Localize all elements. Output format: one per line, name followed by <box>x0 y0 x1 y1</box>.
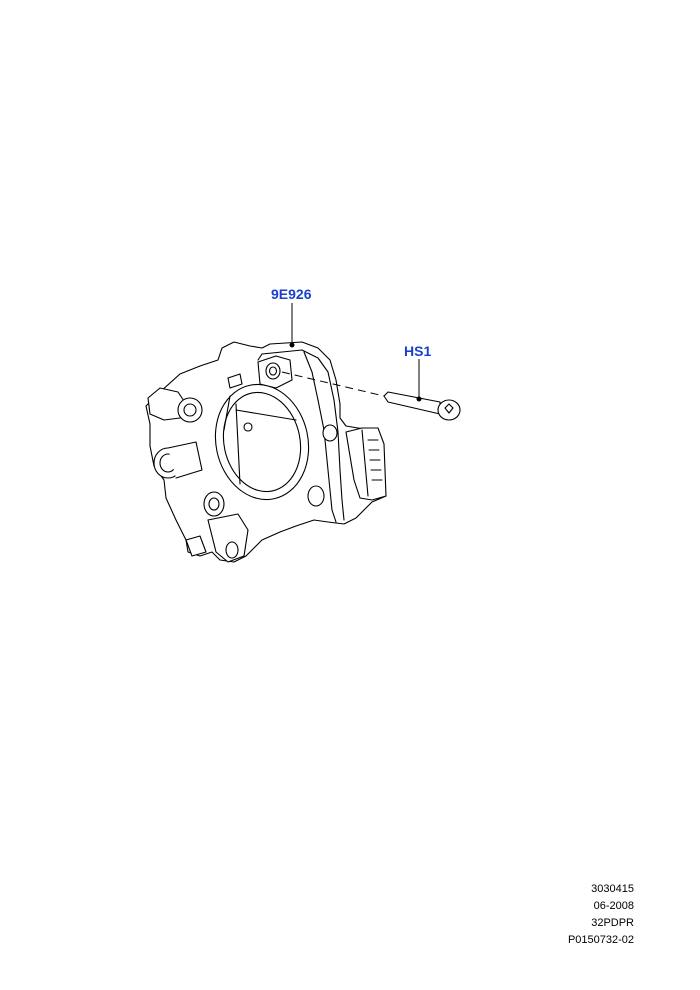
reference-variant: 32PDPR <box>591 917 634 929</box>
electrical-connector <box>345 427 387 501</box>
part-callout-9e926[interactable]: 9E926 <box>271 286 312 302</box>
reference-date: 06-2008 <box>593 900 634 912</box>
part-callout-hs1[interactable]: HS1 <box>404 343 432 359</box>
bolt-shank <box>383 391 441 415</box>
installation-path-line <box>281 371 385 397</box>
diagram-reference-block: 3030415 06-2008 32PDPR P0150732-02 <box>568 881 634 949</box>
reference-illustration-id: P0150732-02 <box>567 934 634 946</box>
connector-pins <box>367 439 383 481</box>
reference-code: 3030415 <box>591 883 634 895</box>
bolt-head <box>437 399 461 421</box>
